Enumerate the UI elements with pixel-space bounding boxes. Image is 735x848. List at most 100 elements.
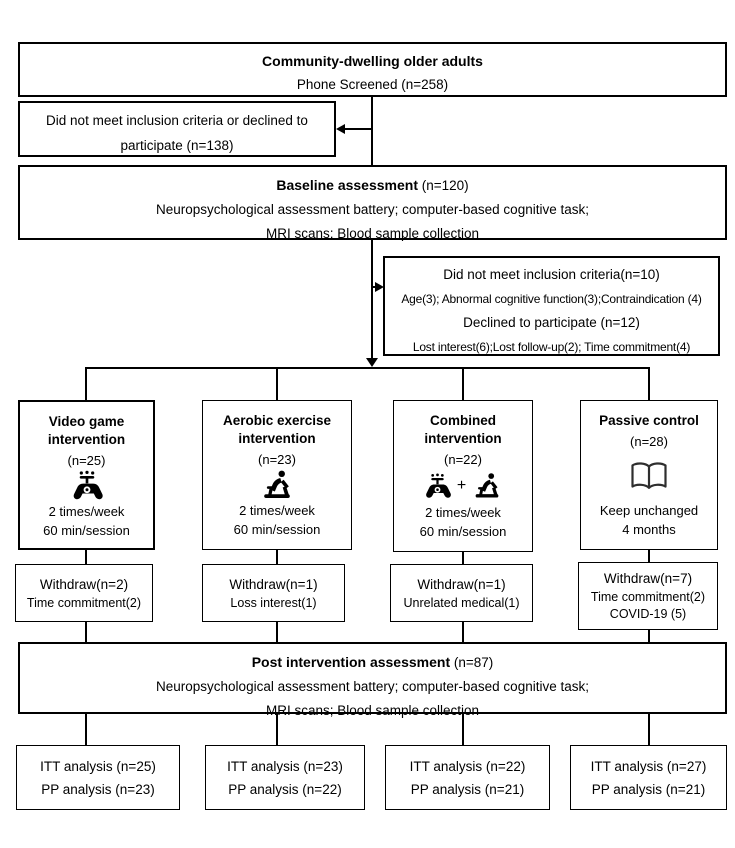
post-line2: Neuropsychological assessment battery; c… <box>156 679 589 694</box>
arm-combined-box: Combined intervention (n=22) + <box>393 400 533 552</box>
analysis-box-1: ITT analysis (n=25) PP analysis (n=23) <box>16 745 180 810</box>
arm-control-box: Passive control (n=28) Keep unchanged 4 … <box>580 400 718 550</box>
connector-to-screen-exclusion <box>344 128 372 130</box>
enrollment-subtitle: Phone Screened (n=258) <box>296 77 449 92</box>
baseline-exclusion-line3: Declined to participate (n=12) <box>463 315 640 330</box>
post-title-n: (n=87) <box>450 655 494 670</box>
arm2-n: (n=23) <box>258 452 296 467</box>
withdraw-box-4: Withdraw(n=7) Time commitment(2) COVID-1… <box>578 562 718 630</box>
screen-exclusion-line2: participate (n=138) <box>120 138 234 153</box>
stub-post-analysis4 <box>648 714 650 745</box>
open-book-icon <box>627 459 671 493</box>
stub-withdraw1-post <box>85 622 87 642</box>
baseline-exclusion-line1: Did not meet inclusion criteria(n=10) <box>443 267 660 282</box>
branch-line <box>85 367 649 369</box>
connector-top-to-baseline <box>371 97 373 165</box>
arm3-title-line1: Combined <box>430 413 496 428</box>
stub-post-analysis1 <box>85 714 87 745</box>
arm4-detail2: 4 months <box>622 522 676 537</box>
withdraw-box-1: Withdraw(n=2) Time commitment(2) <box>15 564 153 622</box>
analysis-box-2: ITT analysis (n=23) PP analysis (n=22) <box>205 745 365 810</box>
arm1-detail1: 2 times/week <box>48 504 125 519</box>
withdraw3-line2: Unrelated medical(1) <box>403 595 520 610</box>
stub-arm1-withdraw <box>85 550 87 564</box>
post-assessment-box: Post intervention assessment (n=87) Neur… <box>18 642 727 718</box>
baseline-title-row: Baseline assessment (n=120) <box>20 173 725 198</box>
stub-withdraw3-post <box>462 622 464 642</box>
arm1-title-line1: Video game <box>48 414 125 429</box>
enrollment-box: Community-dwelling older adults Phone Sc… <box>18 42 727 97</box>
drop-arm-3 <box>462 367 464 400</box>
analysis2-pp: PP analysis (n=22) <box>228 781 342 797</box>
analysis-box-4: ITT analysis (n=27) PP analysis (n=21) <box>570 745 727 810</box>
arm-video-game-box: Video game intervention (n=25) 2 times/w… <box>18 400 155 550</box>
stub-arm4-withdraw <box>648 550 650 562</box>
arm3-n: (n=22) <box>444 452 482 467</box>
baseline-title: Baseline assessment <box>276 177 418 193</box>
arrow-down-icon <box>366 358 378 367</box>
arm3-detail2: 60 min/session <box>419 524 507 539</box>
analysis4-itt: ITT analysis (n=27) <box>590 758 707 774</box>
baseline-line2: Neuropsychological assessment battery; c… <box>156 202 589 217</box>
analysis-box-3: ITT analysis (n=22) PP analysis (n=21) <box>385 745 550 810</box>
analysis3-itt: ITT analysis (n=22) <box>409 758 526 774</box>
arm3-title-line2: intervention <box>424 431 502 446</box>
stub-withdraw2-post <box>276 622 278 642</box>
gamepad-icon <box>423 473 452 500</box>
stub-post-analysis3 <box>462 714 464 745</box>
stub-withdraw4-post <box>648 630 650 642</box>
screen-exclusion-line1: Did not meet inclusion criteria or decli… <box>46 113 308 128</box>
arm2-title-line2: intervention <box>238 431 316 446</box>
stub-arm3-withdraw <box>462 552 464 564</box>
post-title: Post intervention assessment <box>251 654 451 670</box>
analysis4-pp: PP analysis (n=21) <box>591 781 706 797</box>
drop-arm-4 <box>648 367 650 400</box>
withdraw3-line1: Withdraw(n=1) <box>417 576 506 592</box>
connector-baseline-to-branch <box>371 240 373 359</box>
analysis2-itt: ITT analysis (n=23) <box>227 758 343 774</box>
enrollment-title: Community-dwelling older adults <box>262 53 483 69</box>
arm1-title-line2: intervention <box>47 432 126 447</box>
withdraw-box-3: Withdraw(n=1) Unrelated medical(1) <box>390 564 533 622</box>
drop-arm-1 <box>85 367 87 400</box>
arm3-detail1: 2 times/week <box>425 505 501 520</box>
analysis1-pp: PP analysis (n=23) <box>41 781 155 797</box>
arrow-right-icon <box>375 282 384 292</box>
exercise-bike-icon <box>471 472 503 500</box>
arm-aerobic-box: Aerobic exercise intervention (n=23) 2 t… <box>202 400 352 550</box>
arm1-n: (n=25) <box>67 453 106 468</box>
withdraw1-line2: Time commitment(2) <box>26 595 142 610</box>
arm2-detail2: 60 min/session <box>233 522 321 537</box>
plus-sign: + <box>456 477 467 494</box>
baseline-exclusion-line4: Lost interest(6);Lost follow-up(2); Time… <box>412 340 691 354</box>
baseline-exclusion-box: Did not meet inclusion criteria(n=10) Ag… <box>383 256 720 356</box>
baseline-line3: MRI scans; Blood sample collection <box>265 226 480 241</box>
drop-arm-2 <box>276 367 278 400</box>
withdraw-box-2: Withdraw(n=1) Loss interest(1) <box>202 564 345 622</box>
baseline-title-n: (n=120) <box>417 178 469 193</box>
withdraw2-line1: Withdraw(n=1) <box>229 576 318 592</box>
post-line3: MRI scans; Blood sample collection <box>265 703 480 718</box>
withdraw4-line3: COVID-19 (5) <box>609 607 687 621</box>
withdraw4-line1: Withdraw(n=7) <box>603 571 693 586</box>
arm4-n: (n=28) <box>630 434 668 449</box>
connector-to-baseline-exclusion <box>372 286 376 288</box>
baseline-exclusion-line2: Age(3); Abnormal cognitive function(3);C… <box>401 292 702 306</box>
stub-arm2-withdraw <box>276 550 278 564</box>
stub-post-analysis2 <box>276 714 278 745</box>
analysis1-itt: ITT analysis (n=25) <box>40 758 156 774</box>
withdraw2-line2: Loss interest(1) <box>230 595 317 610</box>
screen-exclusion-box: Did not meet inclusion criteria or decli… <box>18 101 336 157</box>
arm2-title-line1: Aerobic exercise <box>222 413 332 428</box>
post-title-row: Post intervention assessment (n=87) <box>20 650 725 675</box>
arm2-detail1: 2 times/week <box>239 503 315 518</box>
baseline-assessment-box: Baseline assessment (n=120) Neuropsychol… <box>18 165 727 241</box>
arrow-left-icon <box>336 124 345 134</box>
analysis3-pp: PP analysis (n=21) <box>410 781 525 797</box>
exercise-bike-icon <box>259 469 295 501</box>
withdraw4-line2: Time commitment(2) <box>590 590 706 604</box>
arm4-detail1: Keep unchanged <box>599 503 699 518</box>
arm1-detail2: 60 min/session <box>43 523 130 538</box>
withdraw1-line1: Withdraw(n=2) <box>39 576 129 592</box>
